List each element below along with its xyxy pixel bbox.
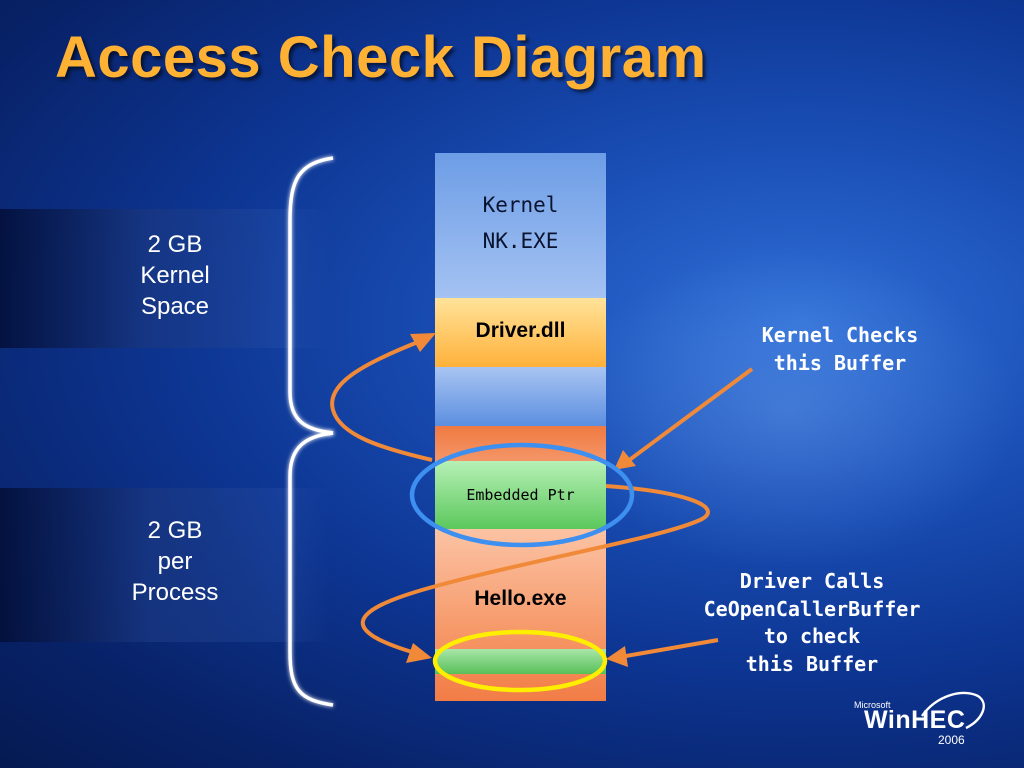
driver-block: Driver.dll: [435, 298, 606, 367]
kernel-block: Kernel NK.EXE: [435, 153, 606, 298]
caller-buffer-highlight: [432, 629, 608, 693]
pointer-to-buffer-arrowhead: [406, 643, 432, 663]
embedded-ptr-block: Embedded Ptr: [435, 461, 606, 529]
kernel-checks-arrow: [626, 367, 754, 463]
embedded-ptr-label: Embedded Ptr: [466, 486, 575, 504]
winhec-logo: Microsoft WinHEC 2006: [838, 690, 988, 750]
process-label: Hello.exe: [474, 587, 567, 610]
driver-calls-callout: Driver Calls CeOpenCallerBuffer to check…: [703, 569, 921, 676]
kernel-name-label: Kernel: [482, 193, 559, 217]
pointer-to-driver-arrowhead: [410, 333, 436, 352]
logo-name: WinHEC: [864, 706, 966, 734]
driver-calls-arrowhead: [606, 646, 628, 667]
memory-map-column: Kernel NK.EXE Driver.dll Embedded Ptr He…: [435, 153, 606, 701]
kernel-space-label: 2 GB Kernel Space: [140, 231, 210, 321]
kernel-exe-label: NK.EXE: [482, 229, 559, 253]
logo-year: 2006: [938, 733, 965, 747]
kernel-checks-callout: Kernel Checks this Buffer: [761, 323, 919, 375]
process-space-brace: [288, 431, 334, 707]
logo-swoosh: [921, 691, 985, 730]
caller-buffer-block: [435, 649, 606, 674]
logo-company: Microsoft: [854, 700, 891, 710]
kernel-free-block: [435, 367, 606, 426]
process-space-label: 2 GB per Process: [131, 517, 219, 607]
driver-calls-arrow: [625, 638, 719, 658]
kernel-space-band: [0, 209, 330, 348]
pointer-to-driver-arrow: [330, 340, 433, 462]
page-title: Access Check Diagram: [55, 25, 707, 90]
driver-label: Driver.dll: [475, 319, 566, 342]
kernel-checks-arrowhead: [614, 450, 636, 470]
pointer-to-buffer-arrow: [360, 484, 710, 654]
embedded-ptr-highlight: [409, 442, 635, 548]
kernel-space-brace: [288, 156, 334, 435]
process-space-band: [0, 488, 330, 642]
